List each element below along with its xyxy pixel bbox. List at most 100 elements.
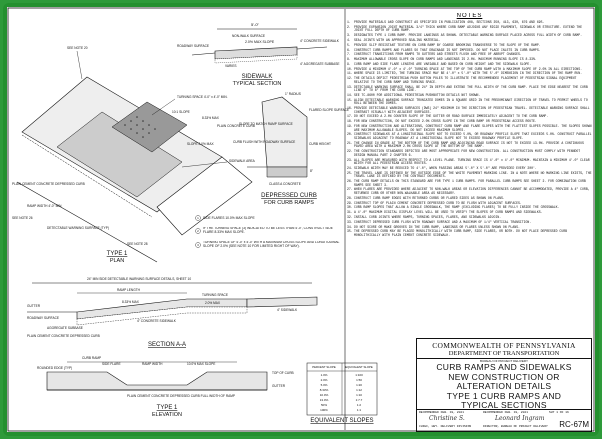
svg-text:3: 3 xyxy=(197,243,199,247)
note-number: 9. xyxy=(347,61,351,66)
section-slope-label: 2.0% MAX xyxy=(205,301,221,305)
elev-plain-curb-label: PLAIN CEMENT CONCRETE DEPRESSED CURB FUL… xyxy=(127,394,235,398)
note-item: 33.CONSTRUCT DEPRESSED CURB FLUSH WITH R… xyxy=(347,219,592,225)
ramp-width-label: RAMP WIDTH 4'-0" MIN xyxy=(27,204,62,208)
note-number: 20. xyxy=(347,132,353,137)
see-note-20-label: SEE NOTE 20 xyxy=(67,46,88,50)
curb-slope-label: SLOPE TO MATCH RAMP SURFACE xyxy=(239,122,293,126)
notes-panel: NOTES 1.PROVIDE MATERIALS AND CONSTRUCT … xyxy=(347,13,592,331)
note-text: CURB RAMP AND SIDE FLARE LENGTHS ARE VAR… xyxy=(354,61,532,66)
notes-title: NOTES xyxy=(456,13,483,19)
legend-notes: 1 SIDE FLARES 10.0% MAX SLOPE 2 IF THE T… xyxy=(195,215,339,248)
slope-row-0-eq: 1:100 xyxy=(355,373,363,377)
see-note-28-label: SEE NOTE 28 xyxy=(127,242,148,246)
note-number: 28. xyxy=(347,195,353,200)
signer-left: CHIEF, HWY. DELIVERY DIVISION xyxy=(419,425,472,428)
note-text: WHEN FLARES ARE PROVIDED WHERE ADJACENT … xyxy=(354,187,590,196)
title-block-signatures: RECOMMENDED FEB. 19, 2021 RECOMMENDED FE… xyxy=(417,409,591,431)
elev-side-flare-label: SIDE FLARE xyxy=(102,362,121,366)
dws-top-label: 24" MIN SIDE DETECTABLE WARNING SURFACE … xyxy=(87,277,191,281)
sidewalk-varies-label: VARIES xyxy=(225,64,236,68)
note-number: 6. xyxy=(347,47,351,52)
note-text: CONSTRUCT DEPRESSED CURB FLUSH WITH ROAD… xyxy=(354,219,532,224)
note-number: 10. xyxy=(347,66,353,71)
note-item: 35.THE DEPRESSED CURB MAY BE PLACED MONO… xyxy=(347,229,592,237)
note-text: FOR NEW CONSTRUCTION AND ALTERATIONS, CO… xyxy=(354,124,592,132)
note-item: 3.DESIGNATES TYPE 1 CURB RAMP. PROVIDE L… xyxy=(347,34,592,38)
note-item: 10.PROVIDE A MINIMUM 4'-0" x 4'-0" TURNI… xyxy=(347,66,592,72)
note-item: 11.WHERE SPACE IS LIMITED, THE TURNING S… xyxy=(347,72,592,76)
note-text: DETECTABLE WARNING SURFACE SHALL BE 24" … xyxy=(354,84,588,93)
note-text: SEE TC-8600 FOR ADDITIONAL PEDESTRIAN PU… xyxy=(354,92,481,97)
note-number: 29. xyxy=(347,200,353,205)
see-note-26-label: SEE NOTE 26 xyxy=(12,216,33,220)
flare-slope-label: 10:1 SLOPE xyxy=(172,110,190,114)
equivalent-slopes-title: EQUIVALENT SLOPES xyxy=(310,418,373,424)
note-text: THE DEPRESSED CURB MAY BE PLACED MONOLIT… xyxy=(354,229,567,237)
note-text: MAXIMUM ALLOWABLE CROSS SLOPE ON CURB RA… xyxy=(354,57,537,62)
drawing-canvas: 5'-0" 2.0% MAX SLOPE NON-WALK SURFACE RO… xyxy=(7,7,595,432)
section-gutter-label: GUTTER xyxy=(27,304,41,308)
note-text: PROVIDE DETECTABLE WARNING SURFACES (DWS… xyxy=(354,106,590,114)
note-number: 12. xyxy=(347,76,353,81)
slope-row-1-pct: 2.0% xyxy=(321,378,328,382)
note-text: PROVIDE A MINIMUM 4'-0" x 4'-0" TURNING … xyxy=(354,66,583,71)
title-line-4: TYPE 1 CURB RAMPS AND xyxy=(446,390,562,401)
depressed-curb-title: DEPRESSED CURB xyxy=(261,193,317,199)
sidewalk-section-subtitle: TYPICAL SECTION xyxy=(233,81,282,87)
section-turn-label: TURNING SPACE xyxy=(202,293,228,297)
ramp-length-label: RAMP LENGTH xyxy=(117,288,141,292)
elev-ramp-width-label: RAMP WIDTH xyxy=(142,362,163,366)
elev-flare-slope-label: 10.0% MAX SLOPE xyxy=(187,362,215,366)
curb-radius-label: 1" RADIUS xyxy=(285,92,301,96)
title-line-3: ALTERATION DETAILS xyxy=(456,381,552,391)
sidewalk-area-label: SIDEWALK AREA xyxy=(229,159,256,163)
note-number: 18. xyxy=(347,119,353,124)
section-sidewalk-label: 4" SIDEWALK xyxy=(277,308,298,312)
roadway-label: ROADWAY SURFACE xyxy=(177,44,209,48)
note-text: CONSTRUCT SIDEWALKS AT A LONGITUDINAL SL… xyxy=(354,132,592,140)
curb-depth-label: 8" xyxy=(310,169,313,173)
signature-right: Leonard Ingram xyxy=(495,415,545,422)
section-aggregate-label: AGGREGATE SUBBASE xyxy=(47,326,83,330)
sidewalk-width-label: 5'-0" xyxy=(251,22,260,27)
note-text: THE TRAVEL LANE IS DEFINED BY THE OUTSID… xyxy=(354,170,592,179)
title-line-5: TYPICAL SECTIONS xyxy=(461,400,547,410)
note-text: CONSTRUCT CURB RAMP EDGES WITH RETURNED … xyxy=(354,195,505,200)
sidewalk-cross-slope-label: 2.0% MAX SLOPE xyxy=(245,40,275,44)
note-text: THE DETAILS DEPICT PEDESTRIAN PUSH BUTTO… xyxy=(354,76,577,84)
slopes-rows: 1.0% 1:100 2.0% 1:50 5.0% 1:20 8.33% 1:1… xyxy=(320,373,363,412)
elev-gutter-label: GUTTER xyxy=(272,384,286,388)
note-number: 34. xyxy=(347,224,353,229)
note-item: 18.FOR NEW CONSTRUCTION, DO NOT EXCEED 2… xyxy=(347,120,592,124)
note-text: THE CONSTRUCTION STANDARDS DEPICTED ARE … xyxy=(354,149,581,157)
note-text: CONSTRUCT CURB RAMPS AND FLARES SO THAT … xyxy=(354,47,541,52)
note-text: INSTALL CURB JOINTS WHERE RAMPS, TURNING… xyxy=(354,214,502,219)
note-item: 4.SEAL JOINTS WITH AN APPROVED SEALING M… xyxy=(347,38,592,43)
equivalent-slopes-table: PERCENT SLOPE EQUIVALENT SLOPE 1.0% 1:10… xyxy=(306,362,378,424)
note-text: THE CURB RAMP DETAILS ON THIS STANDARD A… xyxy=(354,179,586,187)
note-item: 12.THE DETAILS DEPICT PEDESTRIAN PUSH BU… xyxy=(347,76,592,84)
note-number: 19. xyxy=(347,124,353,129)
note-number: 11. xyxy=(347,71,353,76)
elev-curb-ramp-label: CURB RAMP xyxy=(82,356,101,360)
note-text: PROVIDE MATERIALS AND CONSTRUCT AS SPECI… xyxy=(354,20,545,24)
type1-elevation: CURB RAMP SIDE FLARE RAMP WIDTH 10.0% MA… xyxy=(37,356,294,418)
note-item: 27.WHEN FLARES ARE PROVIDED WHERE ADJACE… xyxy=(347,188,592,195)
note-text: THE CHANGE IN GRADE AT THE BOTTOM OF THE… xyxy=(354,140,584,149)
note-text: PROVIDE EXPANSION JOINT MATERIAL 3/4" TH… xyxy=(354,24,583,33)
note-item: 7.CONSTRUCT TRANSITIONS FROM RAMPS TO GU… xyxy=(347,53,592,57)
slope-row-2-eq: 1:20 xyxy=(356,383,362,387)
slope-row-2-pct: 5.0% xyxy=(321,383,328,387)
note-number: 1. xyxy=(347,20,351,24)
notes-list: 1.PROVIDE MATERIALS AND CONSTRUCT AS SPE… xyxy=(347,20,592,237)
sidewalk-concrete-label: 4" CONCRETE SIDEWALK xyxy=(300,39,340,43)
slope-row-7-pct: 100% xyxy=(320,408,328,412)
slope-row-1-eq: 1:50 xyxy=(356,378,362,382)
note-number: 26. xyxy=(347,179,353,184)
note-number: 14. xyxy=(347,92,353,97)
note-number: 17. xyxy=(347,114,353,119)
type1-elevation-subtitle: ELEVATION xyxy=(152,412,182,418)
sheet-number: SHT 1 OF 16 xyxy=(549,411,569,414)
note-text: A 4'-0" MAXIMUM DIGITAL DISPLAY LEVEL WI… xyxy=(354,210,543,215)
